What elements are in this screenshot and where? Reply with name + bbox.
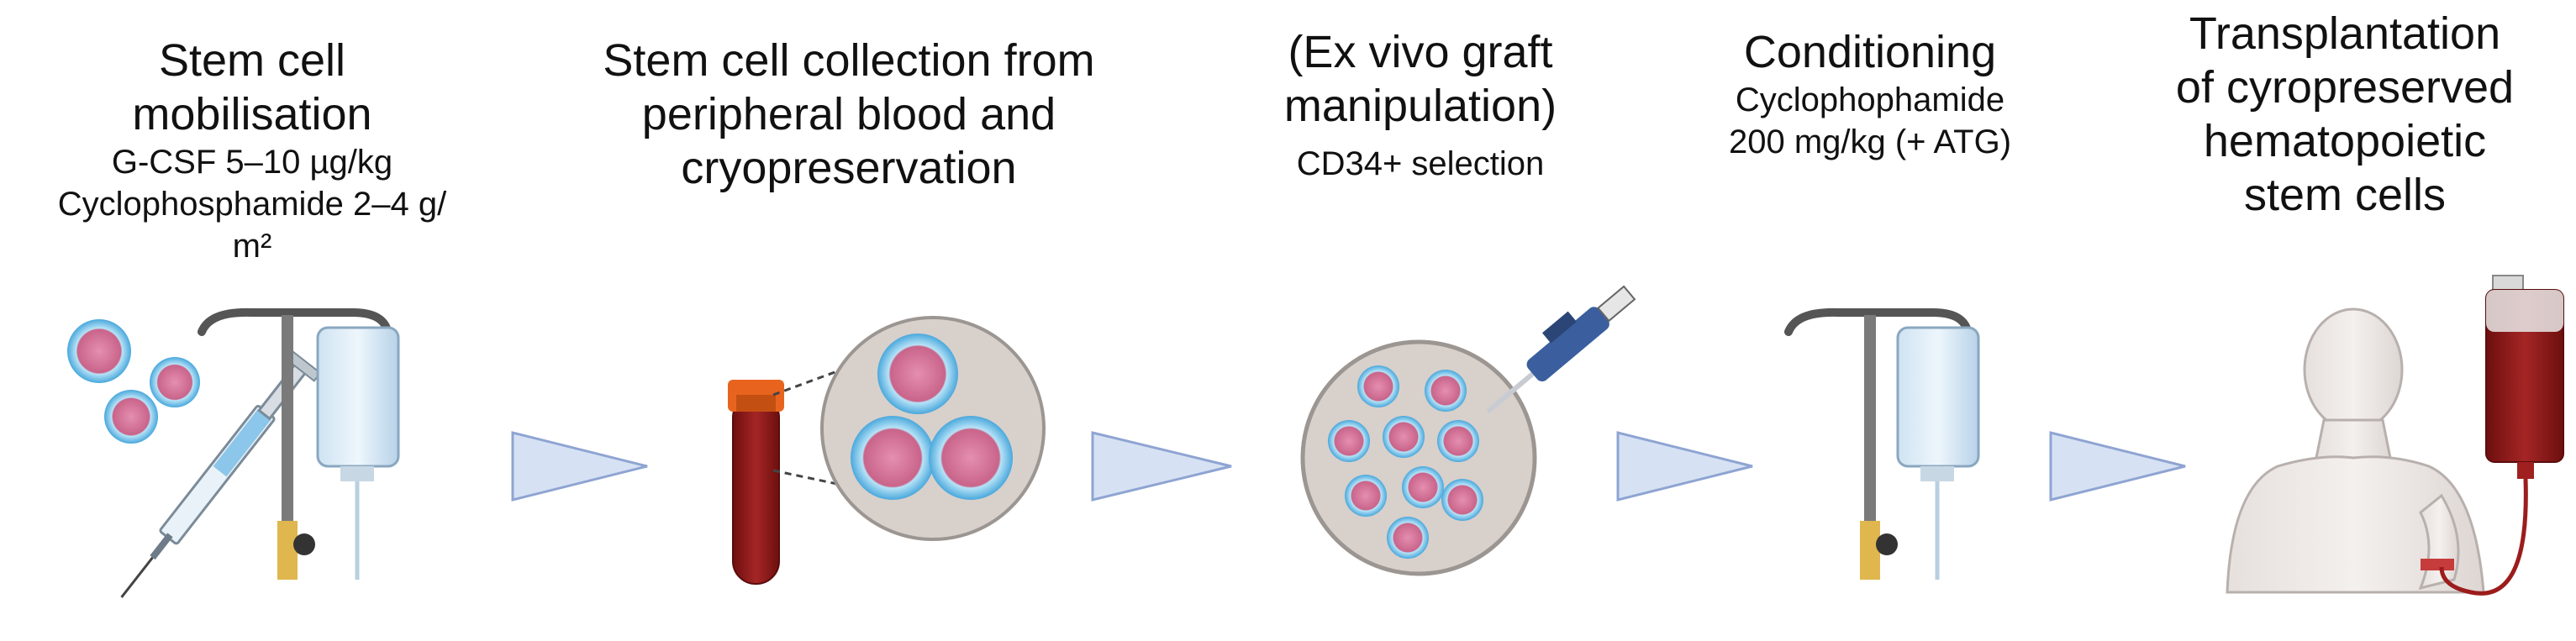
step-3-title-line-1: (Ex vivo graft [1288,27,1553,77]
process-arrow-icon [2049,431,2186,502]
step-5-title-line-3: hematopoietic [2203,116,2487,166]
step-1-sub-line-3: m² [232,228,272,265]
step-2-title-line-1: Stem cell collection from [603,35,1095,86]
step-3-text: (Ex vivo graft manipulation) CD34+ selec… [1202,25,1639,185]
step-1-sub-line-1: G-CSF 5–10 µg/kg [111,144,393,181]
step-4-title-line-1: Conditioning [1743,27,1997,77]
process-arrow-icon [1091,431,1232,502]
step-1-title-line-2: mobilisation [132,89,372,139]
petri-dish-icon [1300,339,1537,576]
step-4-sub-line-2: 200 mg/kg (+ ATG) [1728,123,2012,160]
blood-tube-icon [728,380,784,585]
step-3-title-line-2: manipulation) [1283,81,1557,131]
iv-stand-icon [1784,307,1973,580]
step-2-text: Stem cell collection from peripheral blo… [555,34,1143,195]
step-2-title-line-2: peripheral blood and [641,89,1056,139]
stem-cell-icon [67,319,200,444]
step-1-sub-line-2: Cyclophosphamide 2–4 g/ [57,186,447,223]
iv-stand-icon [198,307,392,580]
process-arrow-icon [511,431,648,502]
pipette-icon [1486,285,1636,414]
step-5-title-line-1: Transplantation [2189,8,2501,59]
step-4-sub-line-1: Cyclophophamide [1735,81,2005,118]
step-3-sub-line-1: CD34+ selection [1296,145,1545,182]
step-2-title-line-3: cryopreservation [681,143,1017,193]
step-5-text: Transplantation of cyropreserved hematop… [2126,7,2563,222]
patient-icon [2226,307,2485,594]
step-5-title-line-2: of cyropreserved [2175,62,2515,113]
step-5-title-line-4: stem cells [2243,170,2447,220]
iv-bag-icon [316,326,400,580]
iv-bag-icon [1896,326,1980,580]
step-1-text: Stem cell mobilisation G-CSF 5–10 µg/kg … [0,34,504,267]
blood-bag-icon [2439,275,2564,596]
process-arrow-icon [1616,431,1753,502]
step-1-title-line-1: Stem cell [158,35,346,86]
step-4-text: Conditioning Cyclophophamide 200 mg/kg (… [1673,25,2068,163]
zoom-line-bottom [772,469,854,489]
magnified-cells-icon [820,316,1046,541]
